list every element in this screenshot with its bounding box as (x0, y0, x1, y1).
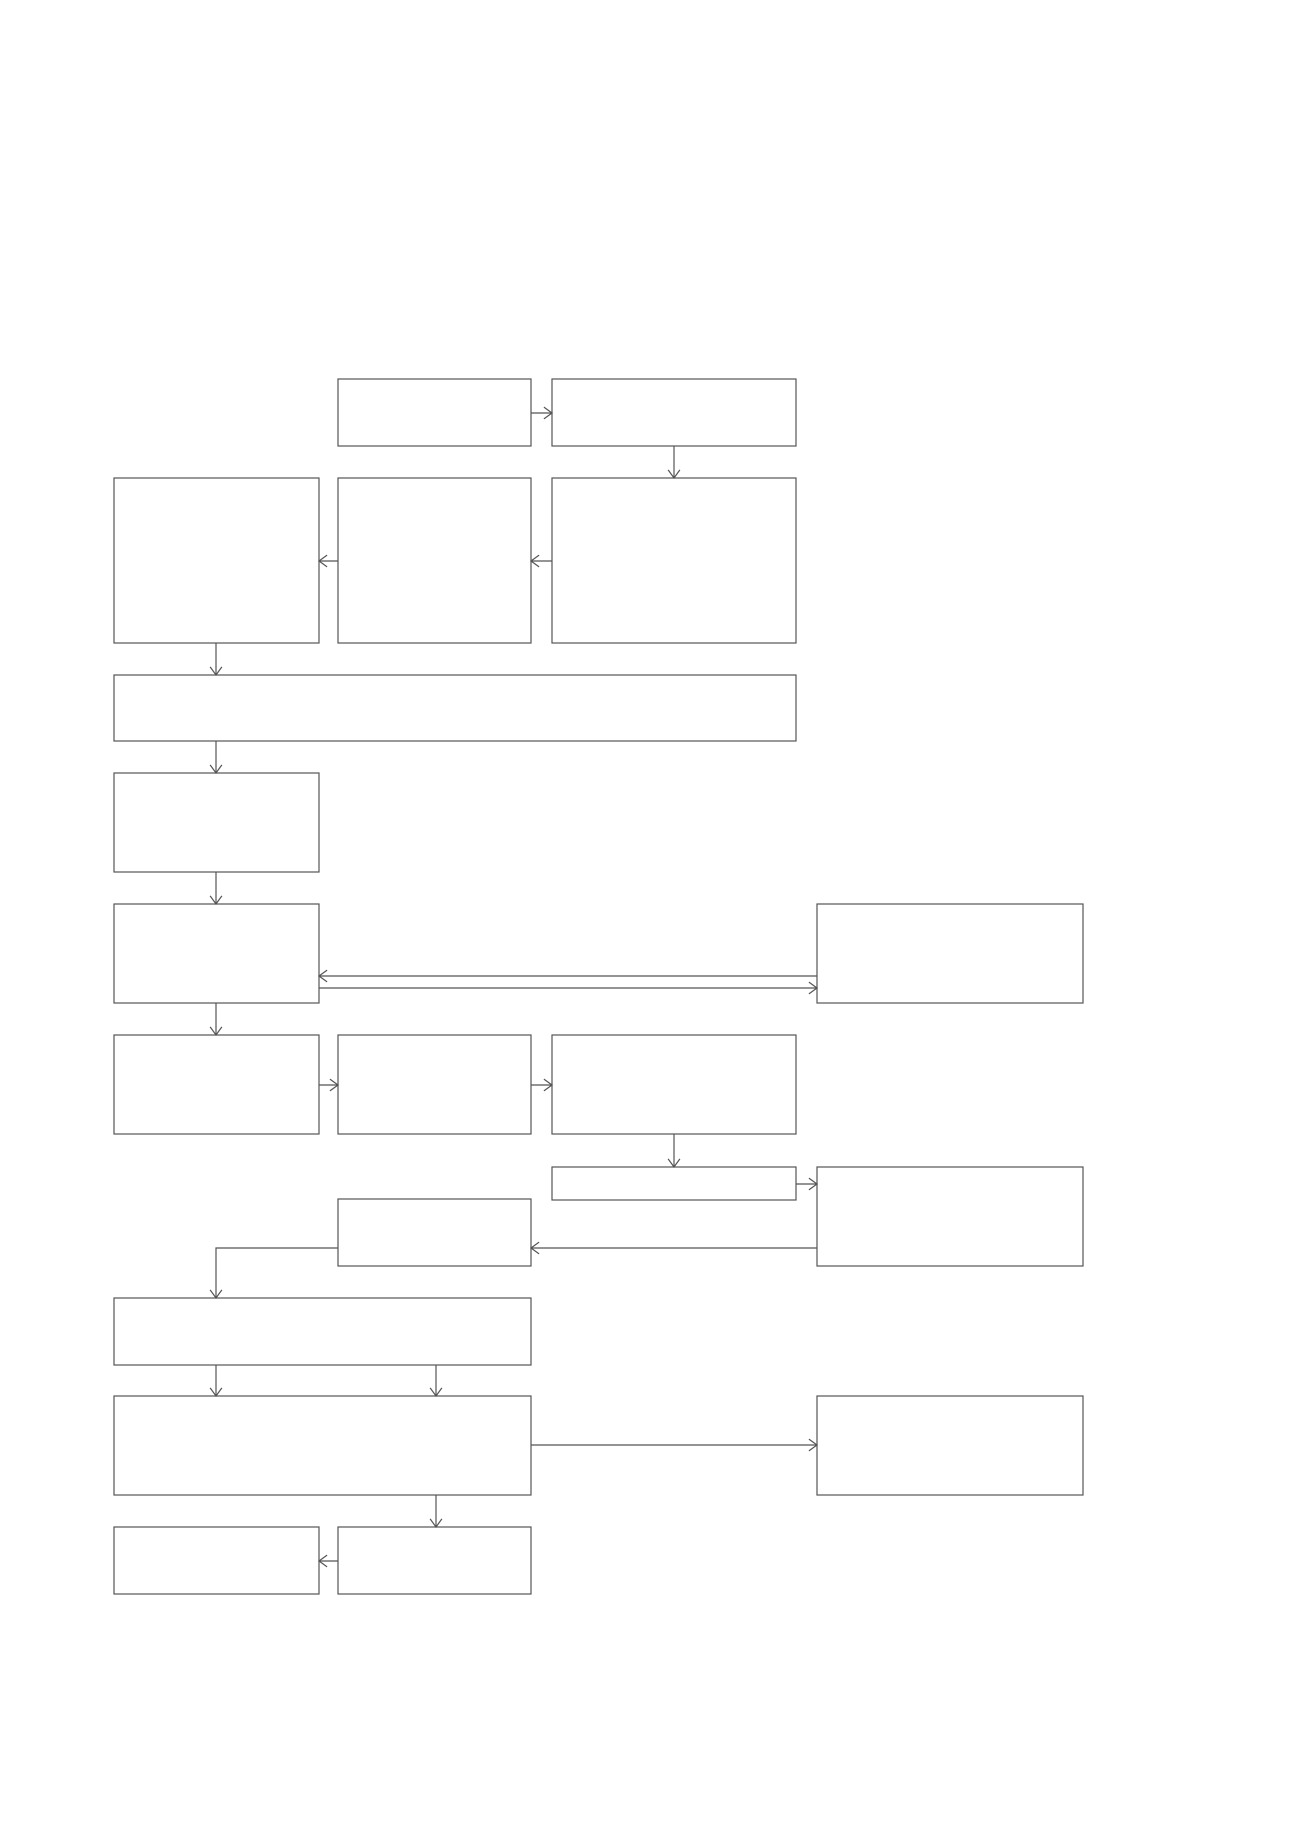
flow-node-box (551, 477, 797, 644)
flow-edge-n5-n4 (529, 554, 552, 568)
flow-node-box (337, 477, 532, 644)
flow-edge-n15-n16 (209, 1247, 338, 1300)
nodes-layer (113, 378, 1084, 1595)
flow-node-n6 (113, 674, 797, 742)
flow-edge-n8-n10 (209, 1003, 223, 1037)
flow-node-n15 (337, 1198, 532, 1267)
flow-node-box (337, 1198, 532, 1267)
flow-edge-n7-n8 (209, 872, 223, 906)
flow-node-box (113, 477, 320, 644)
flow-node-box (551, 1034, 797, 1135)
flow-node-n7 (113, 772, 320, 873)
flow-edge-n1-n2 (531, 406, 554, 420)
flow-node-box (337, 1526, 532, 1595)
flow-edge-n6-n7 (209, 741, 223, 775)
flow-node-n17 (113, 1395, 532, 1496)
flow-edge-n10-n11 (319, 1078, 340, 1092)
flow-node-box (113, 674, 797, 742)
flow-node-n5 (551, 477, 797, 644)
flow-edge-n16-n17 (429, 1365, 443, 1398)
flow-node-n9 (816, 903, 1084, 1004)
flow-edge-n16-n17 (209, 1365, 223, 1398)
flow-edge-n11-n12 (531, 1078, 554, 1092)
edges-layer (209, 406, 819, 1568)
flow-edge-n13-n14 (796, 1177, 819, 1191)
flow-node-n11 (337, 1034, 532, 1135)
flow-node-n8 (113, 903, 320, 1004)
flow-node-n1 (337, 378, 532, 447)
flow-edge-n9-n8 (317, 969, 817, 983)
flow-node-box (113, 772, 320, 873)
flow-node-n2 (551, 378, 797, 447)
flow-node-n10 (113, 1034, 320, 1135)
connector-line (215, 1247, 338, 1298)
flow-edge-n17-n20 (429, 1495, 443, 1529)
flow-node-n19 (113, 1526, 320, 1595)
flow-node-n18 (816, 1395, 1084, 1496)
flow-edge-n8-n9 (319, 981, 819, 995)
flow-node-box (113, 1034, 320, 1135)
flow-node-box (337, 1034, 532, 1135)
flow-edge-n4-n3 (317, 554, 338, 568)
flow-edge-n2-n5 (667, 446, 681, 480)
flow-node-n13 (551, 1166, 797, 1201)
flow-node-box (337, 378, 532, 447)
flow-node-n14 (816, 1166, 1084, 1267)
flow-edge-n12-n13 (667, 1134, 681, 1169)
flow-node-n4 (337, 477, 532, 644)
flow-node-box (816, 1395, 1084, 1496)
flow-node-n12 (551, 1034, 797, 1135)
flow-node-box (551, 378, 797, 447)
flow-edge-n14-n15 (529, 1241, 817, 1255)
flow-node-box (816, 903, 1084, 1004)
flow-node-n20 (337, 1526, 532, 1595)
flow-node-n3 (113, 477, 320, 644)
flow-node-box (113, 1297, 532, 1366)
flow-node-box (113, 903, 320, 1004)
flow-node-box (113, 1395, 532, 1496)
flow-edge-n17-n18 (531, 1438, 819, 1452)
flow-node-box (113, 1526, 320, 1595)
flow-node-box (816, 1166, 1084, 1267)
flow-node-n16 (113, 1297, 532, 1366)
flow-edge-n3-n6 (209, 643, 223, 677)
flow-node-box (551, 1166, 797, 1201)
flow-edge-n20-n19 (317, 1554, 338, 1568)
